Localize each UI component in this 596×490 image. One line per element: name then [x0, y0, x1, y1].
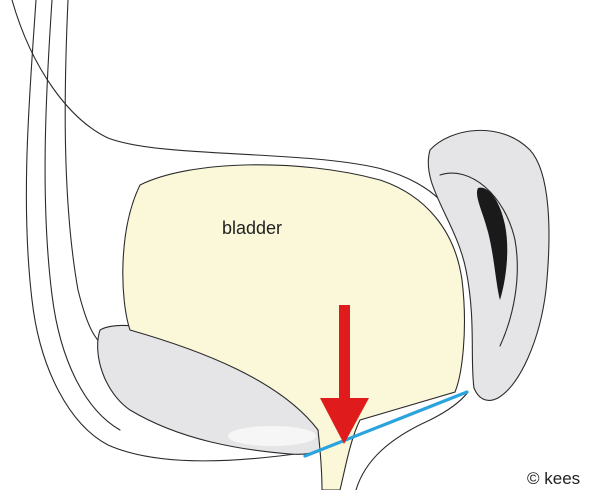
pubic-bone-highlight [228, 426, 316, 446]
red-arrow-shaft [339, 305, 350, 400]
bladder-label: bladder [222, 218, 282, 238]
copyright-text: © kees [527, 469, 580, 488]
